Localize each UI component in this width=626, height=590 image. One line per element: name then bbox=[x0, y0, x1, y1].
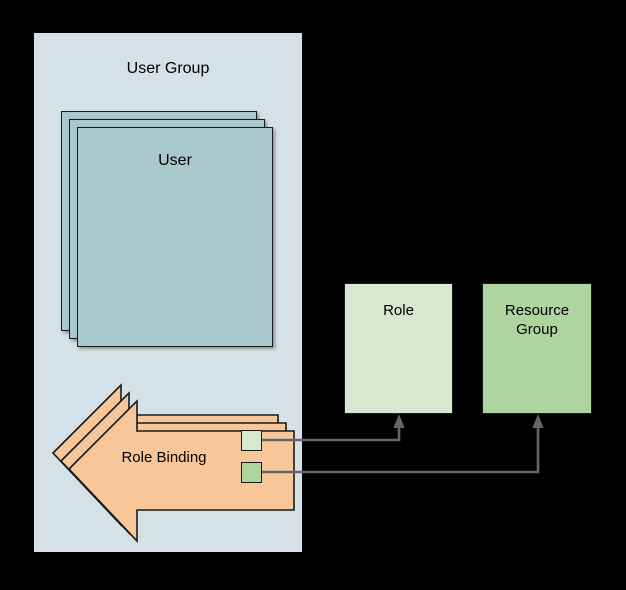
role-binding-front-layer[interactable] bbox=[67, 378, 295, 544]
connector-role-binding-to-resource-group bbox=[262, 414, 544, 474]
resource-group-box[interactable] bbox=[482, 283, 592, 414]
role-binding-role-port[interactable] bbox=[241, 430, 262, 451]
role-binding-resource-group-port[interactable] bbox=[241, 462, 262, 483]
role-box[interactable] bbox=[344, 283, 453, 414]
user-card-front-layer[interactable] bbox=[77, 127, 273, 347]
